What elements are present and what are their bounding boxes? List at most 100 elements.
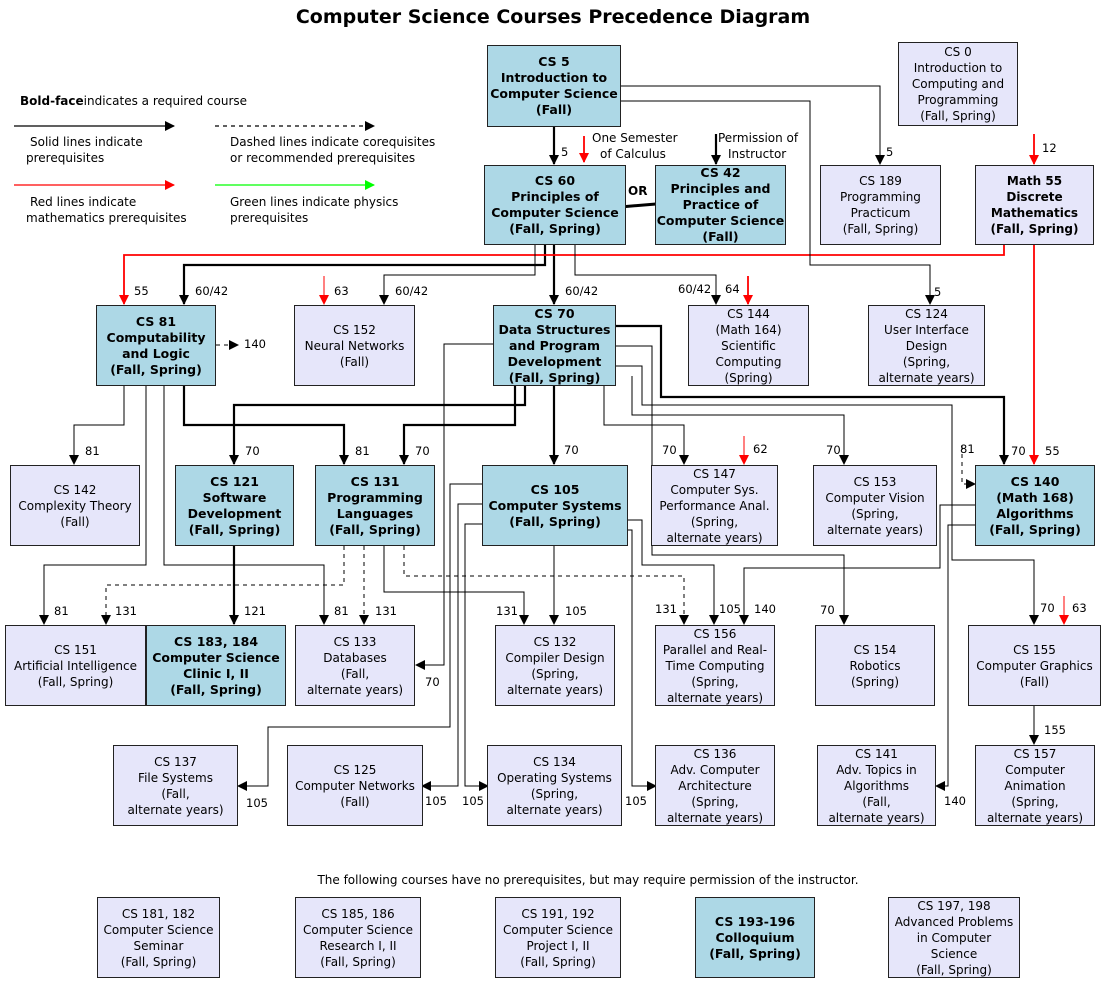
edge-label: 60/42: [195, 284, 229, 298]
edge-label: 131: [375, 604, 397, 618]
edge-label: 60/42: [565, 284, 599, 298]
note-calculus-1: One Semester: [592, 131, 678, 145]
legend-green-text-2: prerequisites: [230, 211, 309, 225]
edge-cs131-cs132: [383, 546, 529, 625]
edge-label: 55: [134, 284, 149, 298]
course-cs140[interactable]: CS 140(Math 168)Algorithms(Fall, Spring): [975, 465, 1095, 546]
note-permission-2: Instructor: [728, 147, 787, 161]
edge-cs70-cs140: [615, 324, 1009, 465]
edge-cs131-cs151: [101, 546, 345, 625]
edge-cs105-cs137: [237, 483, 482, 791]
edge-label: 70: [425, 675, 440, 689]
edge-cs81-cs131: [182, 386, 349, 465]
no-prereq-note: The following courses have no prerequisi…: [317, 873, 859, 887]
legend-red-text-1: Red lines indicate: [30, 195, 137, 209]
legend-red-text-2: mathematics prerequisites: [26, 211, 187, 225]
edge-label: 105: [462, 794, 484, 808]
edge-cs70-cs154: [615, 345, 849, 625]
diagram-title: Computer Science Courses Precedence Diag…: [295, 6, 811, 28]
or-label: OR: [628, 184, 648, 198]
edge-cs81-cs133: [163, 386, 329, 625]
edge-label: 64: [725, 282, 740, 296]
edge-label: 81: [54, 604, 69, 618]
edge-cs5-cs124: [620, 100, 935, 305]
edge-label: 140: [944, 794, 966, 808]
edge-label: 81: [85, 444, 100, 458]
note-calculus-2: of Calculus: [600, 147, 666, 161]
math-edges: [119, 134, 1069, 625]
edge-label: 81: [334, 604, 349, 618]
edge-label: 81: [960, 442, 975, 456]
edge-cs105-cs156: [620, 519, 719, 625]
edge-cs105-cs134: [464, 523, 489, 791]
edge-label: 5: [561, 145, 569, 159]
required-edges: [179, 127, 1009, 625]
edge-label: 5: [886, 145, 894, 159]
legend-dashed-text-1: Dashed lines indicate corequisites: [230, 135, 436, 149]
prereq-edges: [39, 85, 1039, 791]
edge-label: 70: [415, 444, 430, 458]
edge-cs81-cs142: [69, 386, 125, 465]
edge-label: 105: [425, 794, 447, 808]
legend-solid-text-1: Solid lines indicate: [30, 135, 143, 149]
edge-cs140-cs156: [739, 504, 975, 625]
edge-cs140-cs141: [935, 524, 975, 791]
edge-label: 105: [625, 794, 647, 808]
edge-label: 70: [820, 603, 835, 617]
coreq-edges: [101, 340, 976, 625]
edge-cs60-cs144: [574, 245, 721, 305]
edge-math55-cs81: [119, 245, 1005, 305]
edge-cs131-cs156: [403, 546, 689, 625]
edge-label: 140: [754, 602, 776, 616]
edge-label: 105: [719, 602, 741, 616]
note-permission-1: Permission of: [718, 131, 799, 145]
edge-label: 63: [1072, 601, 1087, 615]
edge-cs81-cs151: [39, 386, 147, 625]
edge-label: 5: [934, 285, 942, 299]
edge-label: 70: [1040, 601, 1055, 615]
legend-bold-face: Bold-faceindicates a required course: [20, 94, 248, 108]
edge-cs70-cs153: [631, 376, 849, 465]
edge-cs70-cs147: [603, 386, 689, 465]
edge-cs70-cs155: [615, 365, 1039, 625]
edge-label: 55: [1045, 444, 1060, 458]
edge-cs5-cs189: [620, 85, 885, 165]
edge-label: 81: [355, 444, 370, 458]
